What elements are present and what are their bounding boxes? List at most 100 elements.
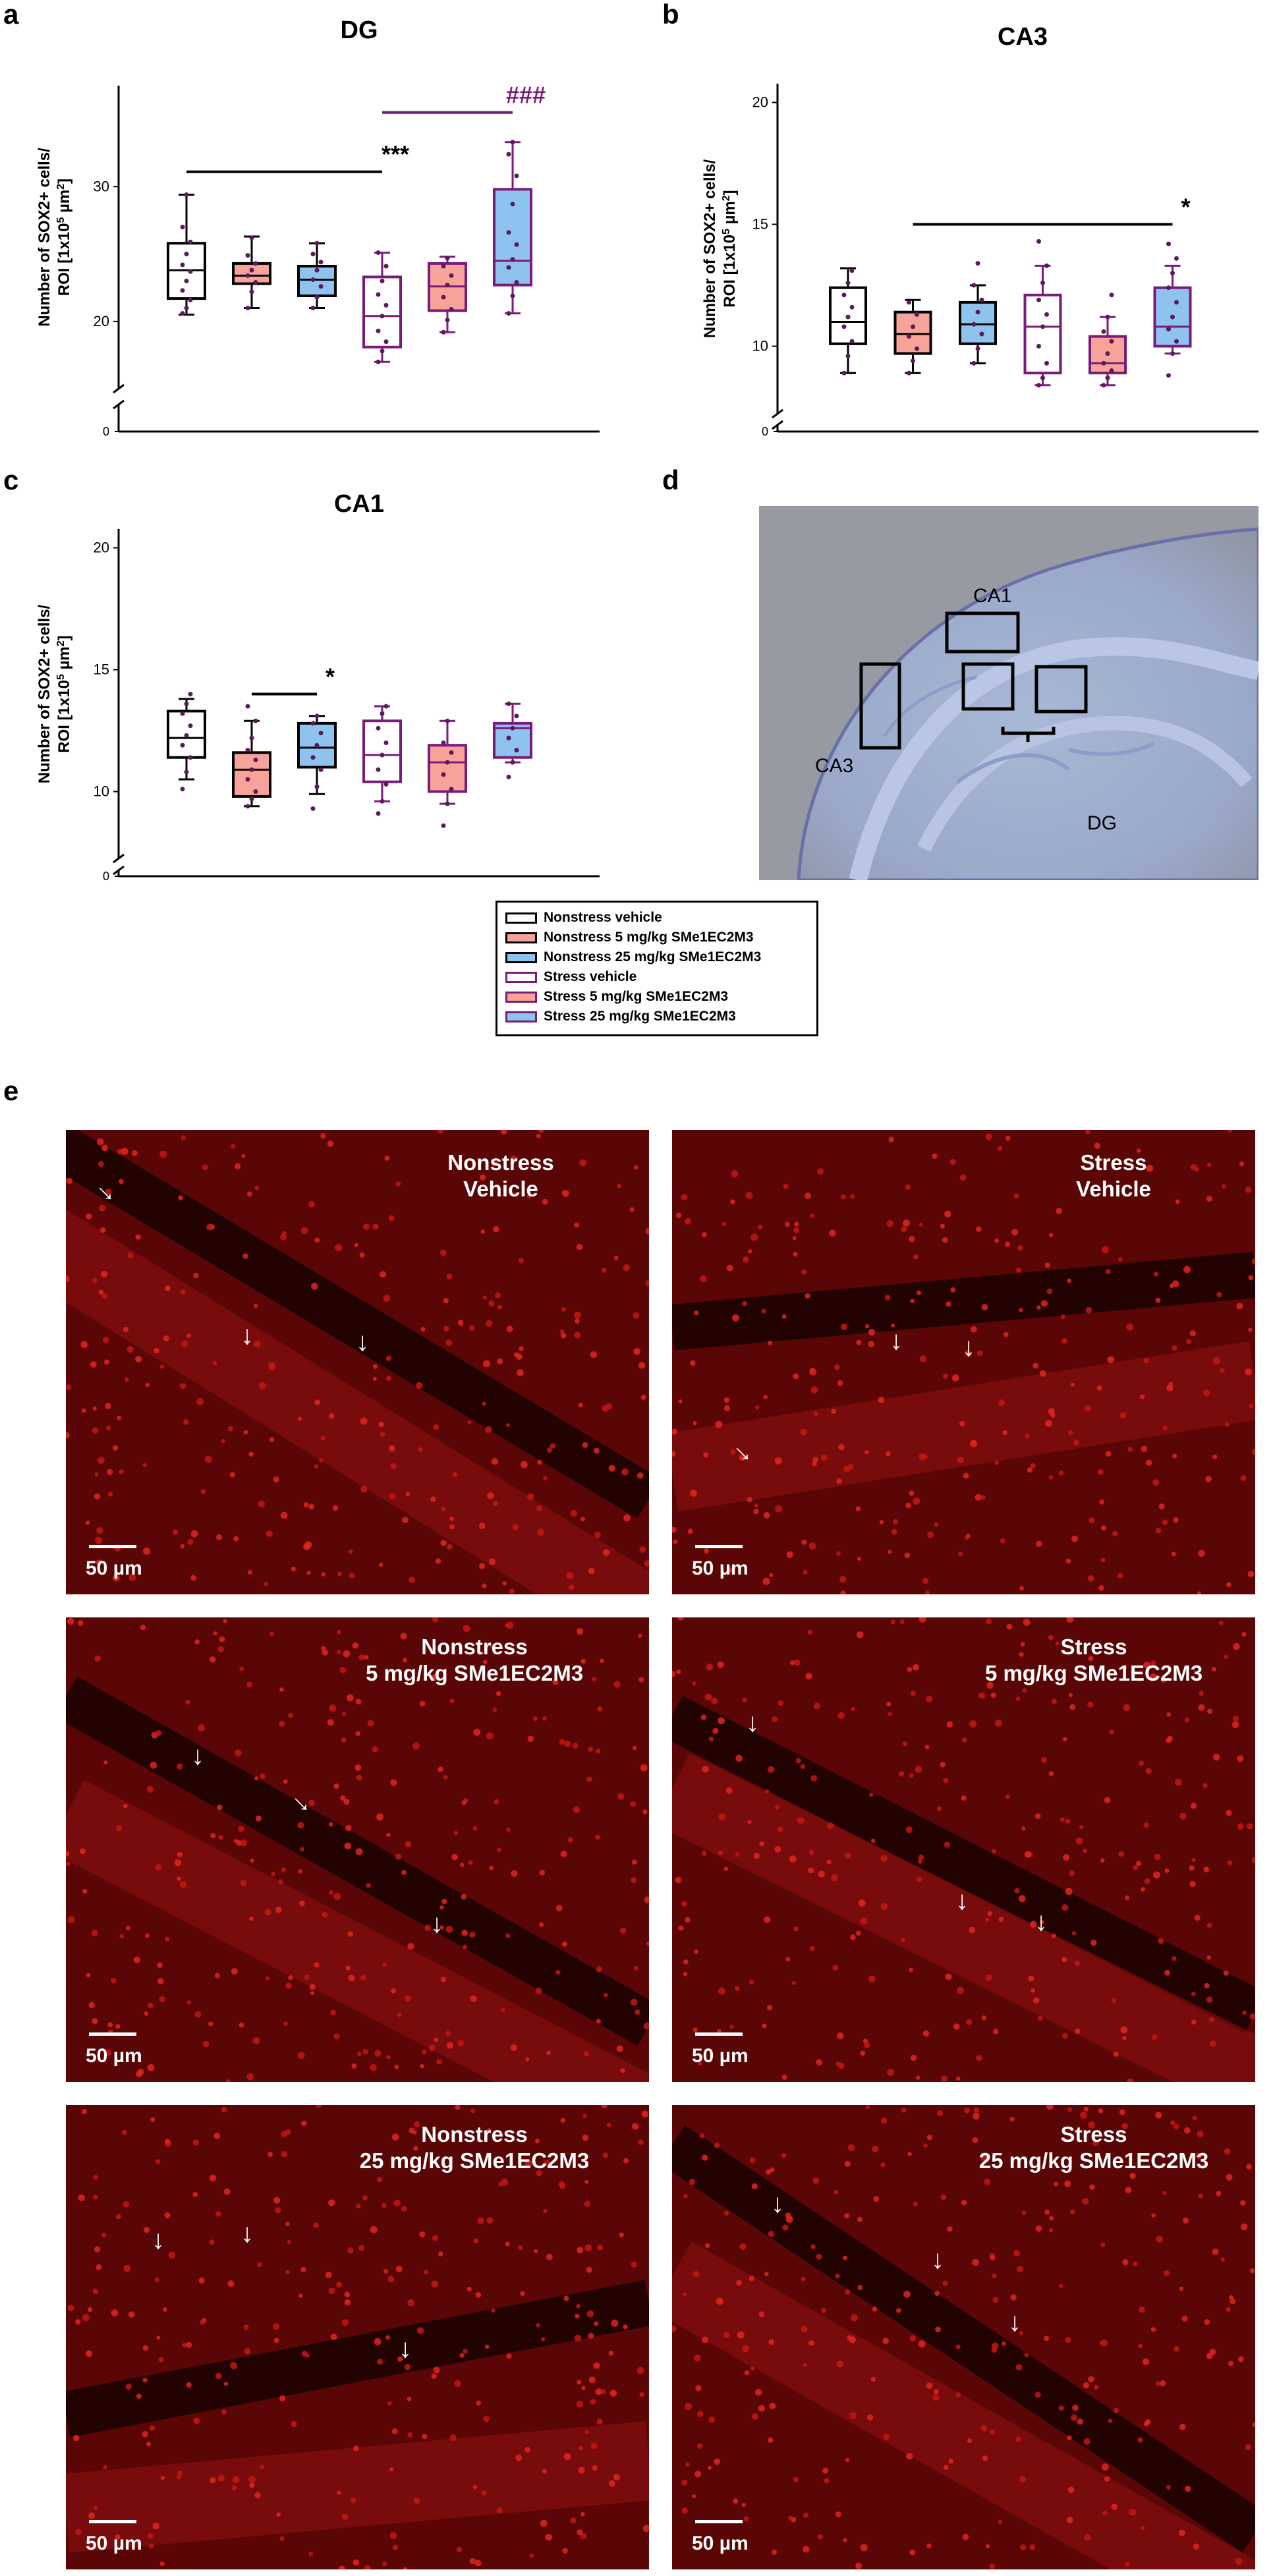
cell-nucleus bbox=[564, 1741, 571, 1747]
cell-nucleus bbox=[1224, 1654, 1228, 1660]
granule-layer-band bbox=[66, 1676, 649, 2046]
arrow-icon: ↓ bbox=[962, 1333, 975, 1362]
cell-nucleus bbox=[94, 2246, 101, 2253]
cell-nucleus bbox=[146, 1785, 154, 1793]
cell-nucleus bbox=[249, 2482, 255, 2488]
cell-nucleus bbox=[140, 1624, 146, 1631]
cell-nucleus bbox=[1156, 2381, 1161, 2386]
cell-nucleus bbox=[340, 1795, 346, 1801]
cell-nucleus bbox=[837, 1380, 843, 1386]
cell-nucleus bbox=[539, 1922, 544, 1927]
cell-nucleus bbox=[395, 1853, 402, 1860]
arrow-icon: ↓ bbox=[191, 1741, 204, 1770]
cell-nucleus bbox=[92, 1427, 99, 1434]
box-3 bbox=[959, 261, 997, 366]
cell-nucleus bbox=[389, 1493, 396, 1500]
arrow-icon: ↓ bbox=[771, 2189, 784, 2218]
cell-nucleus bbox=[534, 2249, 538, 2254]
cell-nucleus bbox=[428, 2044, 436, 2052]
cell-nucleus bbox=[472, 2485, 478, 2490]
cell-nucleus bbox=[857, 2216, 863, 2222]
cell-nucleus bbox=[306, 1571, 311, 1575]
cell-nucleus bbox=[1118, 1851, 1124, 1857]
cell-nucleus bbox=[856, 1339, 862, 1345]
cell-nucleus bbox=[496, 2507, 503, 2514]
cell-nucleus bbox=[1117, 1256, 1123, 1262]
data-point bbox=[971, 283, 976, 288]
cell-nucleus bbox=[1066, 1617, 1074, 1623]
cell-nucleus bbox=[248, 2475, 256, 2483]
cell-nucleus bbox=[886, 1219, 894, 1227]
cell-nucleus bbox=[354, 1764, 362, 1771]
cell-nucleus bbox=[711, 1697, 718, 1704]
cell-nucleus bbox=[268, 2152, 273, 2158]
cell-nucleus bbox=[385, 1376, 391, 1382]
cell-nucleus bbox=[872, 2145, 879, 2152]
cell-nucleus bbox=[160, 2475, 165, 2480]
cell-nucleus bbox=[767, 2437, 774, 2444]
cell-nucleus bbox=[283, 2021, 288, 2027]
data-point bbox=[249, 267, 254, 273]
data-point bbox=[1036, 344, 1041, 349]
cell-nucleus bbox=[932, 1153, 938, 1160]
cell-nucleus bbox=[1119, 1412, 1127, 1419]
cell-nucleus bbox=[338, 2565, 345, 2569]
cell-nucleus bbox=[703, 1452, 709, 1458]
cell-nucleus bbox=[940, 2194, 947, 2200]
cell-nucleus bbox=[1044, 2336, 1050, 2341]
cell-nucleus bbox=[353, 2445, 359, 2451]
cell-nucleus bbox=[362, 2195, 368, 2200]
cell-nucleus bbox=[1113, 2051, 1119, 2058]
data-point bbox=[506, 230, 511, 235]
cell-nucleus bbox=[887, 2069, 894, 2077]
cell-nucleus bbox=[600, 2389, 606, 2394]
cell-nucleus bbox=[1075, 1837, 1083, 1845]
cell-nucleus bbox=[1151, 2213, 1156, 2218]
cell-nucleus bbox=[128, 1574, 136, 1581]
cell-nucleus bbox=[1102, 2510, 1108, 2516]
cell-nucleus bbox=[382, 2202, 387, 2208]
data-point bbox=[1166, 285, 1171, 291]
cell-nucleus bbox=[678, 1925, 684, 1931]
cell-nucleus bbox=[550, 1443, 555, 1449]
cell-nucleus bbox=[785, 2216, 793, 2224]
cell-nucleus bbox=[917, 1876, 922, 1882]
micrograph-image bbox=[672, 1130, 1255, 1594]
granule-layer-band bbox=[66, 1130, 649, 1519]
cell-nucleus bbox=[940, 1762, 946, 1768]
data-point bbox=[1101, 383, 1106, 388]
cell-nucleus bbox=[223, 2188, 231, 2195]
cell-nucleus bbox=[382, 2561, 387, 2566]
cell-nucleus bbox=[1061, 1904, 1069, 1911]
cell-nucleus bbox=[1127, 1446, 1133, 1452]
cell-nucleus bbox=[1119, 2109, 1125, 2115]
data-point bbox=[1170, 351, 1175, 356]
cell-nucleus bbox=[957, 1456, 965, 1464]
cell-nucleus bbox=[763, 1395, 768, 1399]
cell-nucleus bbox=[314, 1237, 320, 1243]
cell-nucleus bbox=[732, 2498, 739, 2504]
cell-nucleus bbox=[582, 2135, 589, 2141]
cell-nucleus bbox=[1006, 1623, 1013, 1630]
cell-nucleus bbox=[693, 2027, 698, 2032]
cell-nucleus bbox=[347, 1931, 353, 1937]
cell-nucleus bbox=[976, 1350, 983, 1357]
cell-nucleus bbox=[330, 2334, 337, 2340]
cell-nucleus bbox=[575, 1318, 580, 1324]
cell-nucleus bbox=[301, 2351, 308, 2357]
cell-nucleus bbox=[98, 1289, 104, 1295]
cell-nucleus bbox=[901, 2108, 907, 2113]
cell-nucleus bbox=[386, 1832, 391, 1837]
cell-nucleus bbox=[913, 1664, 919, 1671]
cell-nucleus bbox=[1055, 1641, 1060, 1646]
cell-nucleus bbox=[767, 2005, 773, 2011]
cell-nucleus bbox=[231, 2485, 237, 2490]
cell-nucleus bbox=[322, 1911, 328, 1918]
cell-nucleus bbox=[934, 1522, 939, 1527]
y-axis-label-unit: µm bbox=[55, 646, 73, 674]
cell-nucleus bbox=[298, 2293, 303, 2298]
micrograph-label-line1: Stress bbox=[1060, 1635, 1127, 1659]
cell-nucleus bbox=[1162, 1678, 1167, 1683]
cell-nucleus bbox=[1070, 1382, 1075, 1387]
